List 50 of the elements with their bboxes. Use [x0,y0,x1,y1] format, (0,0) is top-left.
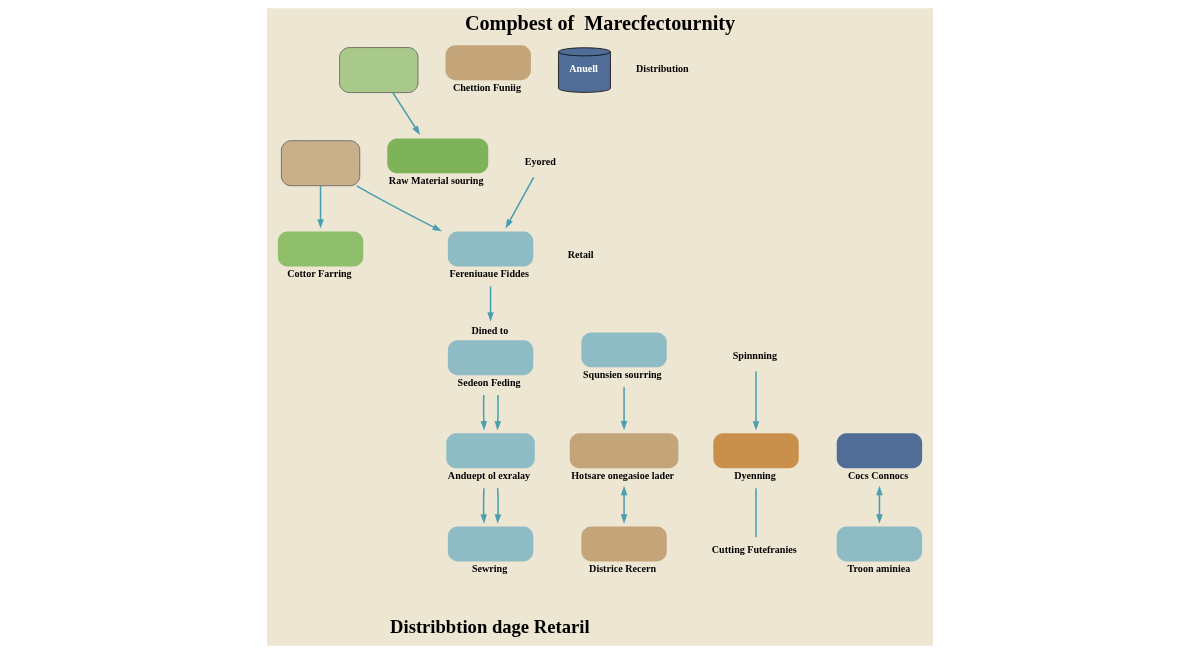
node-box [447,526,534,562]
node-label: Fereniuaue Fiddes [449,267,530,279]
node-label: Sewring [471,562,508,574]
node-text: Cutting Futefranies [711,544,797,556]
arrow [494,394,502,431]
arrow [752,370,760,431]
node-label: Chettion Funiig [452,81,521,93]
node-box [713,433,799,469]
node-box [836,526,923,562]
node-label: Cocs Connocs [848,469,909,481]
node-label: Dyenning [734,469,776,481]
arrow [392,92,421,136]
node-box [447,340,534,376]
node-label: Hotsare onegasioe lader [571,469,675,481]
node-label: Dined to [471,324,509,336]
node-box [445,45,531,81]
arrow [494,487,502,524]
node-box [447,231,534,267]
node-box [446,433,535,469]
node-box [277,231,364,267]
diagram-title: Compbest of Marecfectournity [464,11,736,34]
node-label: Districe Recern [589,562,657,574]
node-text: Eyored [524,156,556,168]
arrow [480,487,487,524]
caption: Distribbtion dage Retaril [390,615,590,637]
node-box [581,332,667,368]
arrow [480,394,488,431]
node-box [339,47,419,93]
arrow [355,185,442,232]
node-box [569,433,679,469]
label: Distribution [636,62,689,74]
node-text: Spinnning [732,350,778,362]
arrow [317,185,324,229]
label: Retail [567,249,594,261]
node-label: Troon aminiea [847,562,911,574]
node-box [280,140,361,187]
node-box [581,526,667,562]
node-label: Raw Material souring [388,174,484,186]
arrow [505,176,535,229]
node-label: Cottor Farring [287,267,352,279]
node-box [836,433,923,469]
arrow [620,386,628,431]
arrow [487,285,494,322]
node-box [387,138,489,174]
node-label: Squnsien sourring [582,368,662,380]
node-label: Anduept ol exralay [447,469,531,481]
arrow [876,485,883,524]
connector [755,487,757,538]
node-label: Sedeon Feding [457,376,521,388]
arrow [620,485,628,524]
